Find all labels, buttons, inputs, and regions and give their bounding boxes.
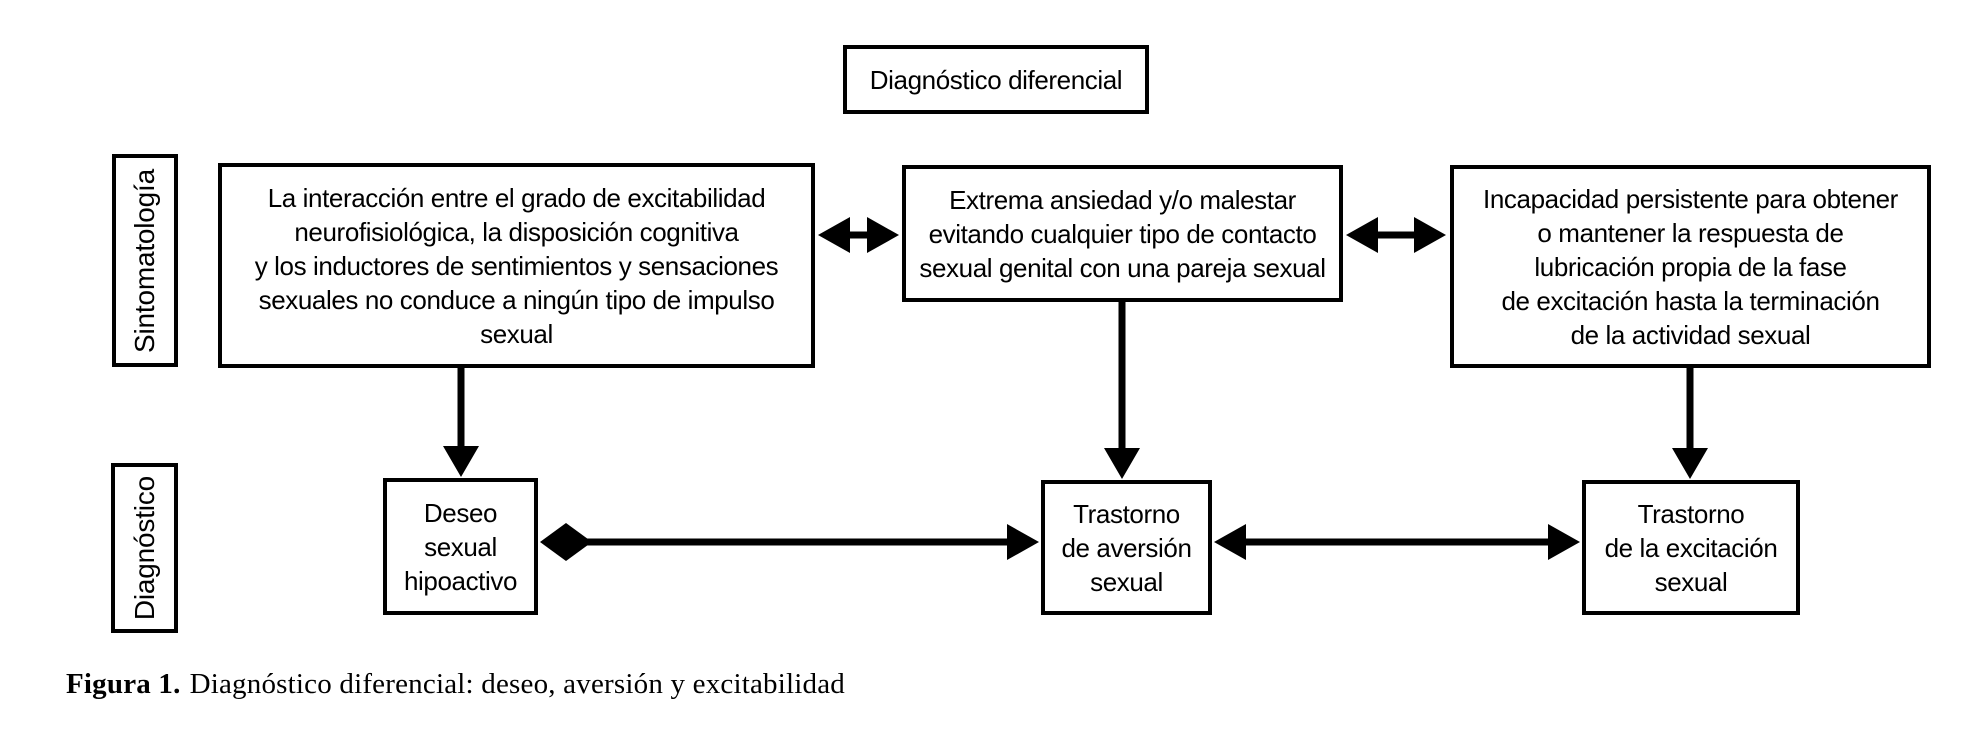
header-box: Diagnóstico diferencial (843, 45, 1149, 114)
diagnosis-box-excitation-text: Trastorno de la excitación sexual (1604, 498, 1778, 597)
diagnosis-box-aversion: Trastorno de aversión sexual (1041, 480, 1212, 615)
double-arrow-diagnosis-1-2 (540, 523, 1039, 561)
side-label-diagnosis-text: Diagnóstico (128, 475, 160, 621)
side-label-symptoms: Sintomatología (112, 154, 178, 367)
symptom-box-excitation: Incapacidad persistente para obtener o m… (1450, 165, 1931, 368)
down-arrow-desire (443, 366, 479, 477)
symptom-box-aversion-text: Extrema ansiedad y/o malestar evitando c… (919, 184, 1326, 283)
header-box-label: Diagnóstico diferencial (869, 64, 1123, 95)
down-arrow-excitation (1672, 367, 1708, 479)
diagnosis-box-excitation: Trastorno de la excitación sexual (1582, 480, 1800, 615)
diagnosis-box-desire-text: Deseo sexual hipoactivo (403, 497, 518, 596)
double-arrow-symptoms-2-3 (1346, 217, 1446, 253)
symptom-box-desire: La interacción entre el grado de excitab… (218, 163, 815, 368)
double-arrow-diagnosis-2-3 (1214, 524, 1580, 560)
diagnosis-box-aversion-text: Trastorno de aversión sexual (1061, 498, 1192, 597)
symptom-box-aversion: Extrema ansiedad y/o malestar evitando c… (902, 165, 1343, 302)
side-label-symptoms-text: Sintomatología (129, 168, 160, 353)
side-label-diagnosis: Diagnóstico (111, 463, 178, 633)
down-arrow-aversion (1104, 301, 1140, 479)
figure-caption-text: Diagnóstico diferencial: deseo, aversión… (189, 668, 845, 700)
double-arrow-symptoms-1-2 (818, 217, 899, 253)
symptom-box-desire-text: La interacción entre el grado de excitab… (254, 182, 779, 349)
symptom-box-excitation-text: Incapacidad persistente para obtener o m… (1483, 183, 1898, 350)
figure-caption: Figura 1.Diagnóstico diferencial: deseo,… (66, 668, 845, 701)
figure-caption-number: Figura 1. (66, 668, 181, 700)
diagnosis-box-desire: Deseo sexual hipoactivo (383, 478, 538, 615)
